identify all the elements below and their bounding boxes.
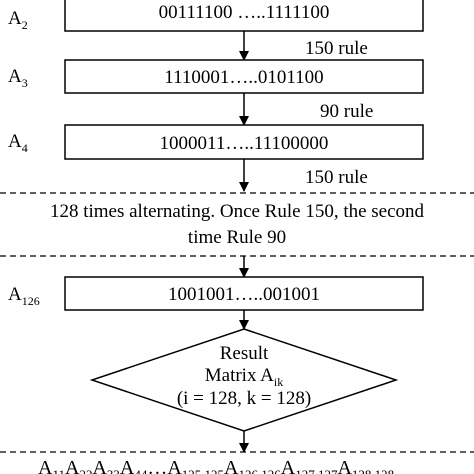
result-term-subscript: 44 <box>134 467 148 474</box>
step-label-a2: A2 <box>8 8 28 32</box>
step-box-a3 <box>64 59 424 94</box>
step-value-a2: 00111100 …..1111100 <box>159 2 330 23</box>
step-value-a126: 1001001…..001001 <box>168 284 320 305</box>
rule-label-2: 90 rule <box>320 101 373 122</box>
result-term-subscript: 22 <box>79 467 92 474</box>
result-term-main: … <box>147 457 167 474</box>
result-term-subscript: 11 <box>52 467 65 474</box>
result-term-main: A <box>92 457 107 474</box>
rule-label-3: 150 rule <box>305 167 368 188</box>
result-term-subscript: 128,128 <box>352 467 394 474</box>
step-value-a4: 1000011…..11100000 <box>160 133 329 154</box>
step-box-a2 <box>64 0 424 32</box>
alternating-note-line2: time Rule 90 <box>188 227 286 248</box>
step-label-a126: A126 <box>8 284 40 308</box>
result-term-main: A <box>167 457 182 474</box>
decision-line2: Matrix Aik <box>205 365 283 389</box>
result-term-main: A <box>224 457 239 474</box>
result-term-main: A <box>65 457 80 474</box>
result-term-subscript: 125,125 <box>182 467 224 474</box>
result-term-main: A <box>120 457 135 474</box>
step-value-a3: 1110001…..0101100 <box>164 67 323 88</box>
result-term-subscript: 127,127 <box>295 467 338 474</box>
step-label-a3: A3 <box>8 66 28 90</box>
decision-line3: (i = 128, k = 128) <box>177 388 311 409</box>
decision-line1: Result <box>220 343 269 364</box>
result-term-main: A <box>281 457 296 474</box>
result-sequence: A11A22A33A44…A125,125A126,126A127,127A12… <box>38 457 394 474</box>
step-label-a4: A4 <box>8 131 28 155</box>
rule-label-1: 150 rule <box>305 38 368 59</box>
result-term-main: A <box>38 457 53 474</box>
result-term-main: A <box>337 457 352 474</box>
alternating-note-line1: 128 times alternating. Once Rule 150, th… <box>50 201 425 222</box>
step-box-a4 <box>64 124 424 160</box>
result-term-subscript: 126,126 <box>239 467 282 474</box>
result-term-subscript: 33 <box>107 467 120 474</box>
